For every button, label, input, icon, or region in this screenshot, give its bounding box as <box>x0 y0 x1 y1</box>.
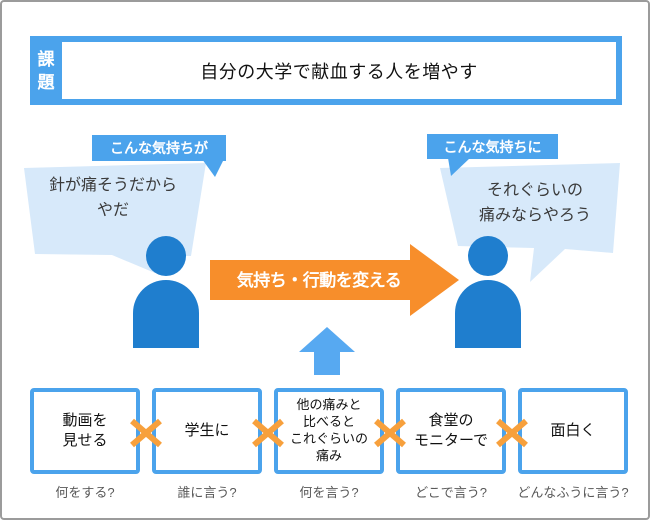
feeling-tag-after: こんな気持ちに <box>427 134 558 159</box>
plan-box-how: 面白く <box>518 388 628 474</box>
person-after-icon <box>455 236 521 348</box>
transform-arrow-label: 気持ち・行動を変える <box>236 270 402 290</box>
task-title: 自分の大学で献血する人を増やす <box>200 61 478 82</box>
task-title-box: 自分の大学で献血する人を増やす <box>62 42 616 99</box>
plan-question: 何を言う? <box>299 485 359 500</box>
plan-question: どこで言う? <box>415 485 487 500</box>
up-arrow-icon <box>299 327 355 375</box>
tag-tail-after <box>448 158 470 176</box>
tag-tail-before <box>202 159 224 177</box>
person-before-icon <box>133 236 199 348</box>
speech-text-before: 針が痛そうだから やだ <box>48 177 177 219</box>
plan-question: どんなふうに言う? <box>517 485 629 500</box>
plan-question: 何をする? <box>55 485 115 500</box>
plan-box-what-to-do: 動画を 見せる <box>30 388 140 474</box>
plan-box-who: 学生に <box>152 388 262 474</box>
speech-text-after: それぐらいの 痛みならやろう <box>478 182 591 224</box>
plan-box-where: 食堂の モニターで <box>396 388 506 474</box>
plan-box-what-to-say: 他の痛みと 比べると これぐらいの 痛み <box>274 388 384 474</box>
task-header-label: 課題 <box>37 49 55 92</box>
plan-question: 誰に言う? <box>177 485 237 500</box>
feeling-tag-before: こんな気持ちが <box>92 135 226 161</box>
